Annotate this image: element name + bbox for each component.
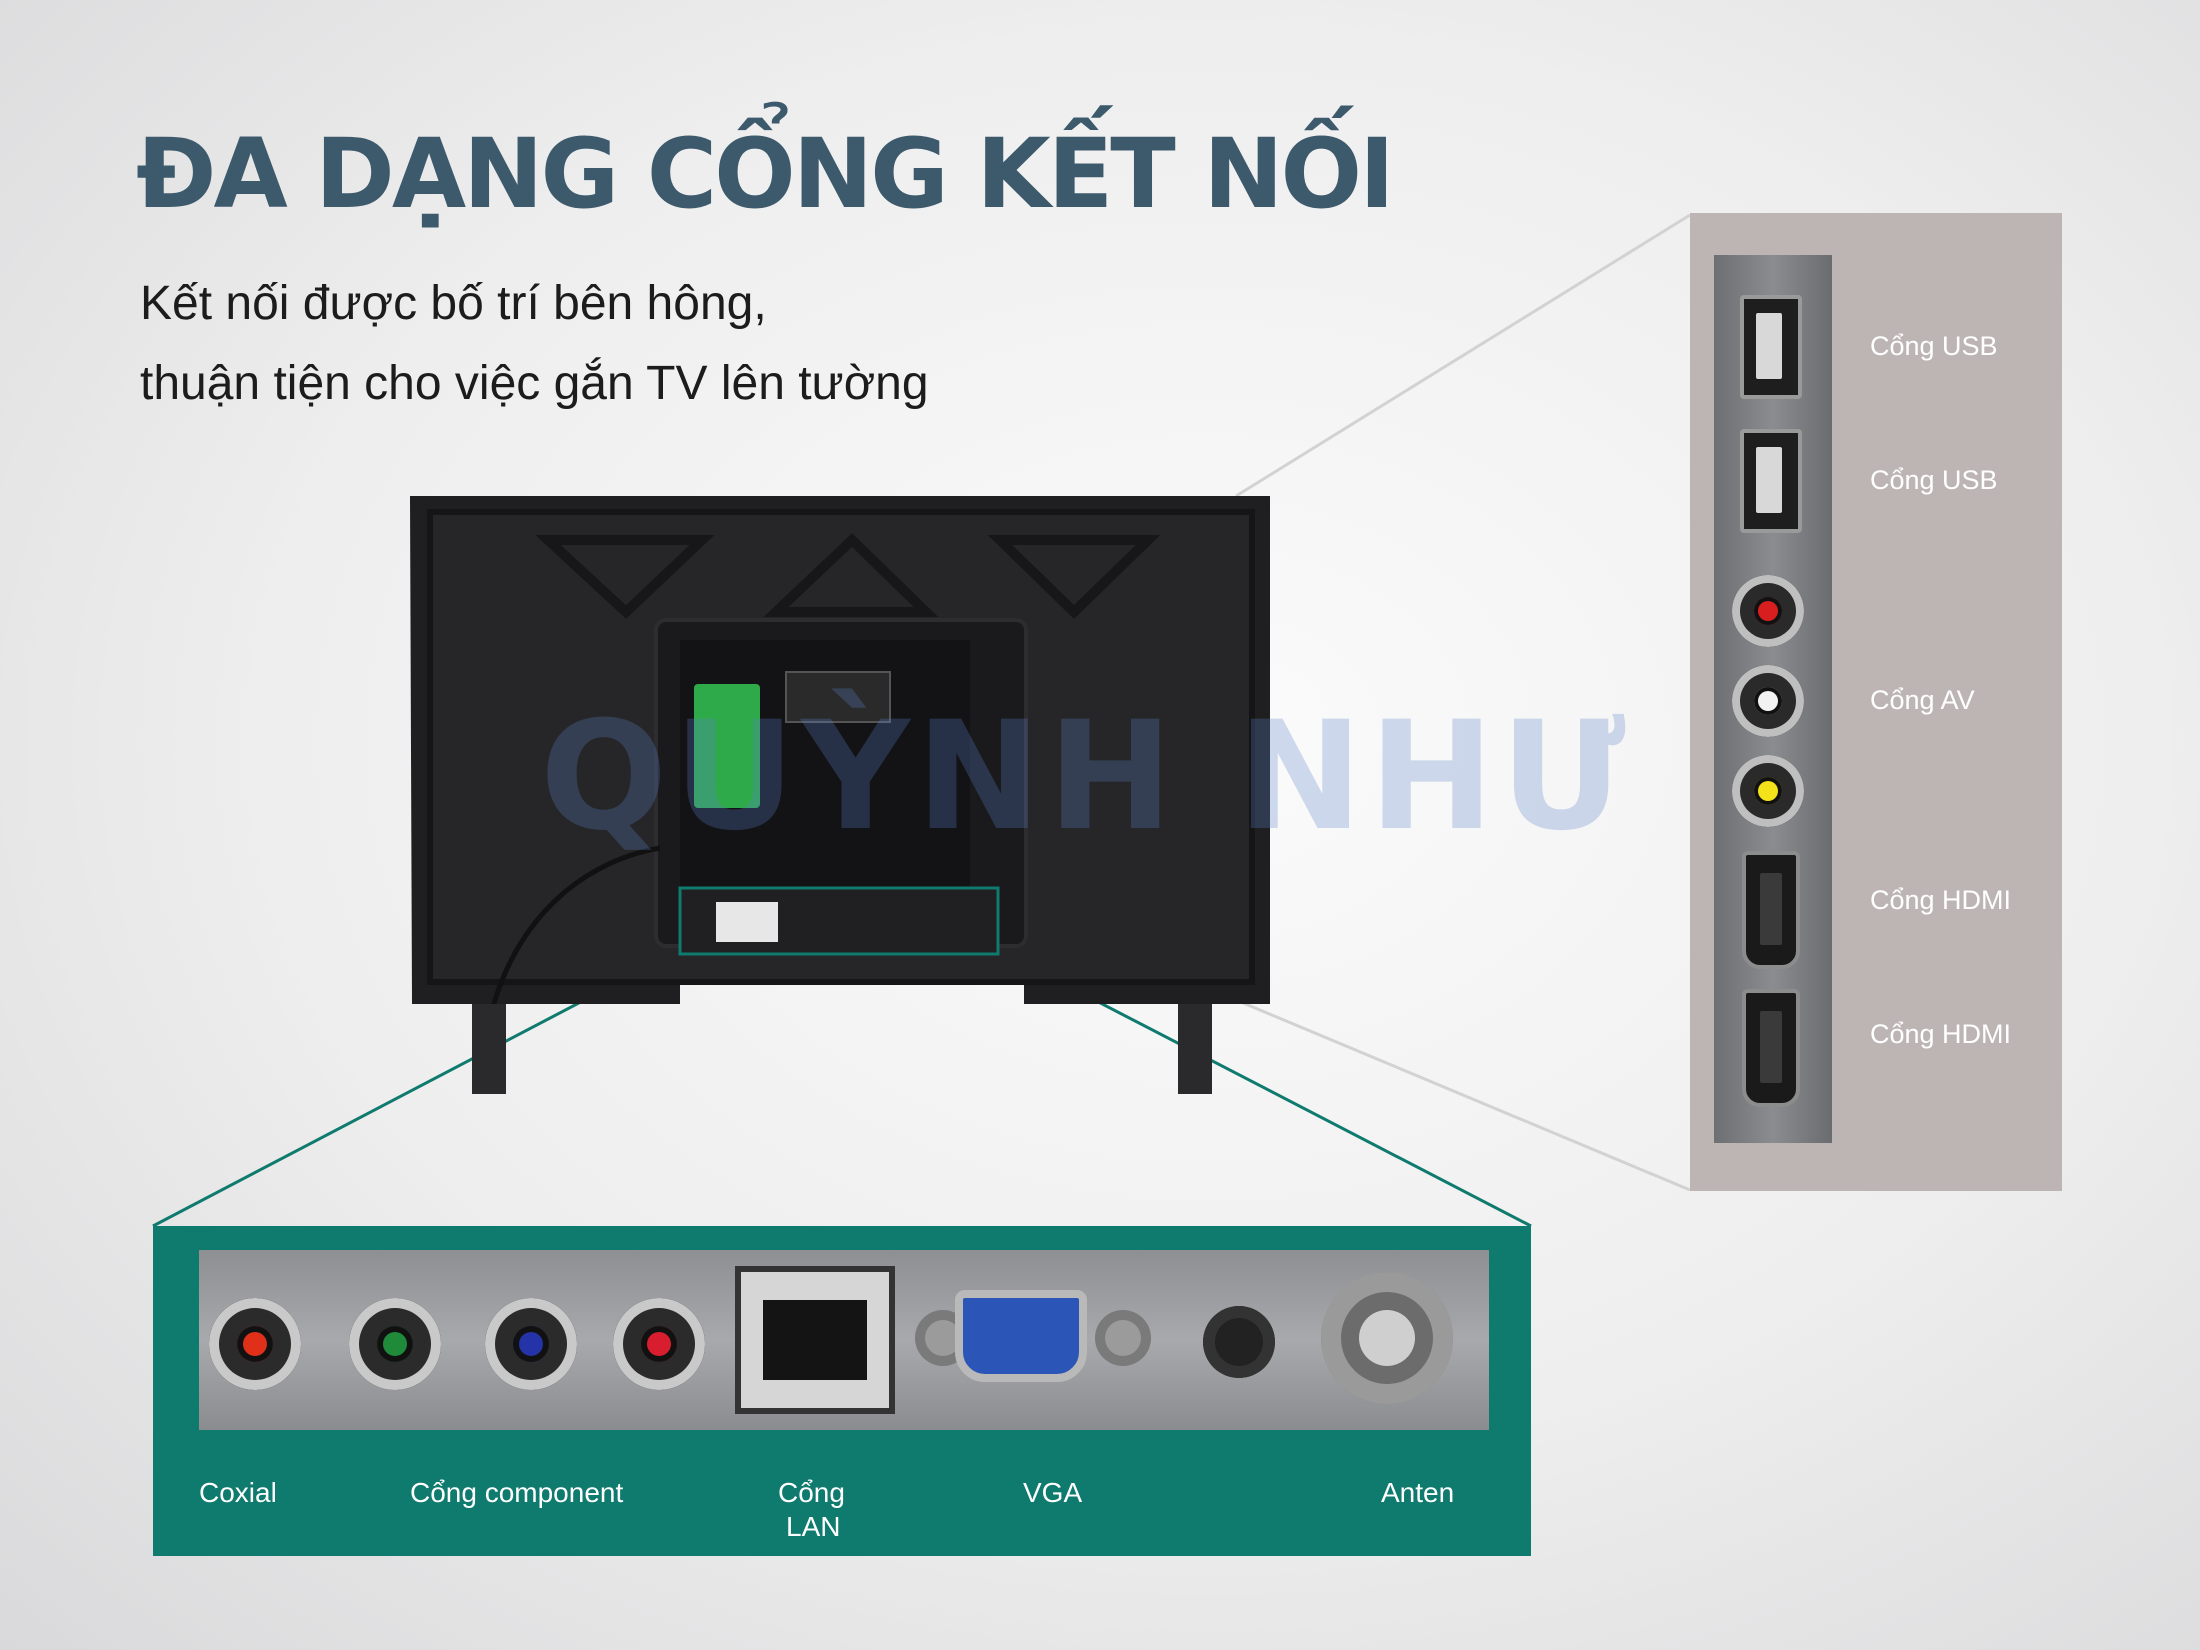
- antenna-port-icon: [1321, 1272, 1453, 1404]
- port-area-label: [716, 902, 778, 942]
- usb-port-2-label: Cổng USB: [1870, 465, 1998, 495]
- headline: ĐA DẠNG CỔNG KẾT NỐI: [136, 118, 1395, 230]
- av-red-port-icon: [1732, 575, 1804, 647]
- antenna-label: Anten: [1381, 1477, 1455, 1508]
- side-callout-line-bottom: [1235, 998, 1691, 1192]
- lan-label-line-1: Cổng: [778, 1477, 845, 1508]
- bottom-ports-strip: [199, 1250, 1489, 1430]
- av-port-label: Cổng AV: [1870, 685, 1975, 715]
- component-blue-port-icon: [485, 1298, 577, 1390]
- subtitle-line-1: Kết nối được bố trí bên hông,: [140, 277, 767, 330]
- usb-port-1-label: Cổng USB: [1870, 331, 1998, 361]
- hdmi-port-2-icon: [1742, 989, 1800, 1107]
- tv-stand-right: [1178, 1004, 1212, 1094]
- tv-chevron-2: [763, 533, 939, 617]
- side-ports-strip: [1714, 255, 1832, 1143]
- vga-screw-right-icon: [1095, 1310, 1151, 1366]
- hdmi-port-1-icon: [1742, 851, 1800, 969]
- vga-port-icon: [955, 1290, 1087, 1382]
- lan-port-icon: [735, 1266, 895, 1414]
- component-red-port-icon: [613, 1298, 705, 1390]
- tv-chevron-3: [987, 535, 1161, 619]
- usb-port-1-icon: [1740, 295, 1802, 399]
- tv-chevron-1: [535, 535, 715, 619]
- coaxial-label: Coxial: [199, 1477, 277, 1508]
- component-label: Cổng component: [410, 1477, 624, 1508]
- subtitle-line-2: thuận tiện cho việc gắn TV lên tường: [140, 357, 929, 410]
- av-yellow-port-icon: [1732, 755, 1804, 827]
- av-white-port-icon: [1732, 665, 1804, 737]
- vga-label: VGA: [1023, 1477, 1083, 1508]
- energy-label: [694, 684, 760, 808]
- watermark: QUỲNH NHƯ: [540, 690, 1632, 864]
- bottom-ports-panel: Coxial Cổng component Cổng LAN VGA Anten: [153, 1226, 1531, 1556]
- hdmi-port-1-label: Cổng HDMI: [1870, 885, 2012, 915]
- lan-label-line-2: LAN: [786, 1511, 841, 1542]
- hdmi-port-2-label: Cổng HDMI: [1870, 1019, 2012, 1049]
- info-sticker: [785, 671, 891, 723]
- side-callout-line-top: [1235, 213, 1691, 498]
- side-ports-panel: Cổng USB Cổng USB Cổng AV Cổng HDMI Cổng…: [1690, 213, 2062, 1191]
- power-cable: [489, 845, 661, 1011]
- coaxial-port-icon: [209, 1298, 301, 1390]
- component-green-port-icon: [349, 1298, 441, 1390]
- usb-port-2-icon: [1740, 429, 1802, 533]
- audio-jack-icon: [1203, 1306, 1275, 1378]
- tv-stand-left: [472, 1004, 506, 1094]
